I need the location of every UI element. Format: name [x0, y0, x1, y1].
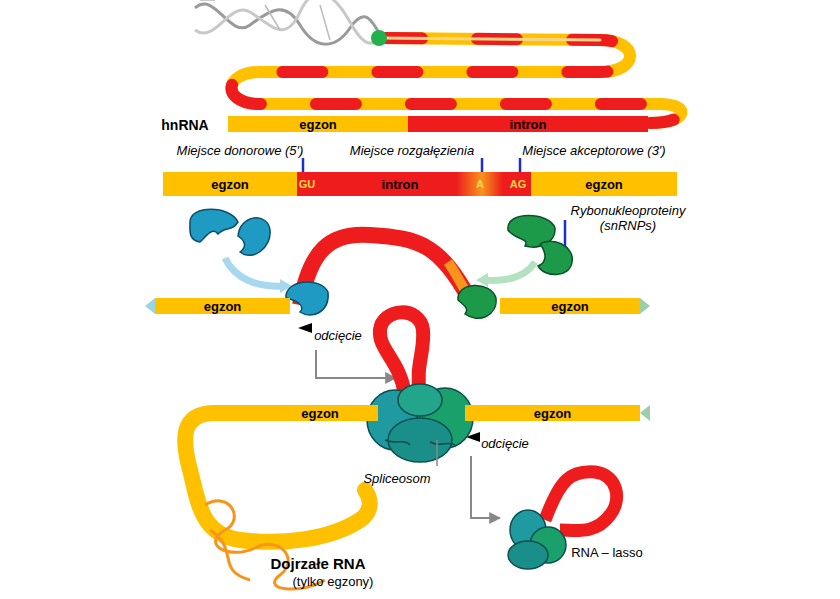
annotation-label: Dojrzałe RNA [270, 555, 365, 572]
cut-marker [298, 323, 312, 333]
approach-arrow [225, 258, 286, 286]
annotation-label: Spliceosom [363, 472, 430, 487]
rna-band: egzon [465, 405, 640, 421]
snrnp-green [508, 216, 572, 275]
spliceosome-small [508, 510, 566, 569]
spliceosome [367, 384, 473, 462]
annotation-label: Rybonukleoproteiny (snRNPs) [561, 204, 696, 234]
annotation-label: Miejsce donorowe (5') [177, 144, 304, 159]
band-label: A [476, 179, 484, 190]
rna-band: egzon [262, 405, 378, 421]
annotation-label: odcięcie [314, 329, 362, 344]
band-label: egzon [534, 407, 572, 420]
band-label: egzon [585, 178, 623, 191]
rna-band: egzon [500, 298, 640, 314]
annotation-label: hnRNA [161, 117, 208, 133]
band-label: GU [299, 179, 316, 190]
band-label: intron [382, 178, 419, 191]
intron-band: GU intron A AG [297, 172, 531, 196]
dna-helix [195, 0, 382, 44]
band-label: egzon [551, 300, 589, 313]
band-label: AG [510, 179, 527, 190]
rna-band: egzon [155, 298, 290, 314]
band-label: egzon [301, 407, 339, 420]
mature-rna [185, 413, 370, 542]
lasso-loop [545, 472, 617, 531]
rna-band: egzon [163, 172, 297, 196]
transcript-strand [232, 38, 682, 123]
snrnp-bound [458, 285, 496, 318]
intron-loop [380, 312, 423, 395]
snrnp-bound [286, 282, 328, 315]
polymerase-dot [371, 30, 387, 46]
rna-band: intron [408, 116, 648, 132]
band-label: egzon [204, 300, 242, 313]
annotation-label: (tylko egzony) [293, 575, 374, 590]
rna-band: egzon [531, 172, 677, 196]
annotation-label: Miejsce akceptorowe (3') [522, 144, 665, 159]
snrnp-blue [190, 209, 270, 255]
annotation-label: RNA – lasso [571, 546, 643, 561]
approach-arrow [482, 262, 535, 280]
annotation-label: odcięcie [481, 437, 529, 452]
rna-band: egzon [228, 116, 408, 132]
annotation-label: Miejsce rozgałęzienia [350, 144, 474, 159]
band-label: intron [510, 118, 547, 131]
band-label: egzon [211, 178, 249, 191]
band-label: egzon [299, 118, 337, 131]
